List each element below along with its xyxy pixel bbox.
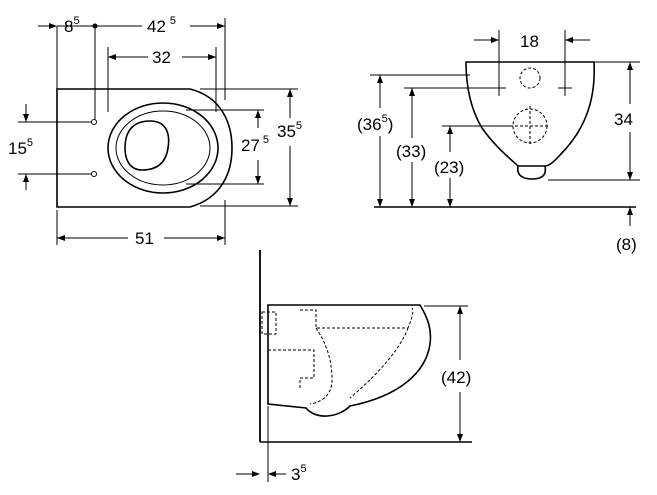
dim-label-3-5: 35 (291, 463, 307, 484)
dim-label-34: 34 (614, 110, 633, 129)
dim-label-36-5: (365) (357, 113, 393, 134)
dim-label-15-5: 155 (8, 137, 33, 158)
top-view-mount-hole-upper (91, 119, 97, 125)
top-view-seat-outer (107, 102, 219, 194)
front-view-inlet-upper (519, 67, 541, 89)
dim-label-33: (33) (396, 142, 426, 161)
dim-label-51: 51 (135, 229, 154, 248)
dim-label-8: (8) (616, 235, 637, 254)
top-view-bowl-outline (56, 88, 233, 208)
dim-label-18: 18 (520, 32, 539, 51)
dim-label-35-5: 355 (277, 120, 302, 141)
dim-label-8-5: 85 (64, 15, 80, 36)
side-view-inner-bowl (300, 307, 414, 329)
top-view-bowl-opening (124, 120, 170, 171)
side-view: (42) 35 (236, 250, 472, 484)
side-view-bowl-outline (267, 304, 432, 417)
front-view-outlet (516, 165, 547, 180)
top-view-seat-inner (115, 110, 211, 186)
dim-label-42: (42) (441, 368, 471, 387)
dim-label-23: (23) (434, 158, 464, 177)
front-view: 18 34 (365) (33) (23) ( (357, 30, 640, 254)
dim-label-32: 32 (152, 48, 171, 67)
top-view-mount-hole-lower (91, 171, 97, 177)
